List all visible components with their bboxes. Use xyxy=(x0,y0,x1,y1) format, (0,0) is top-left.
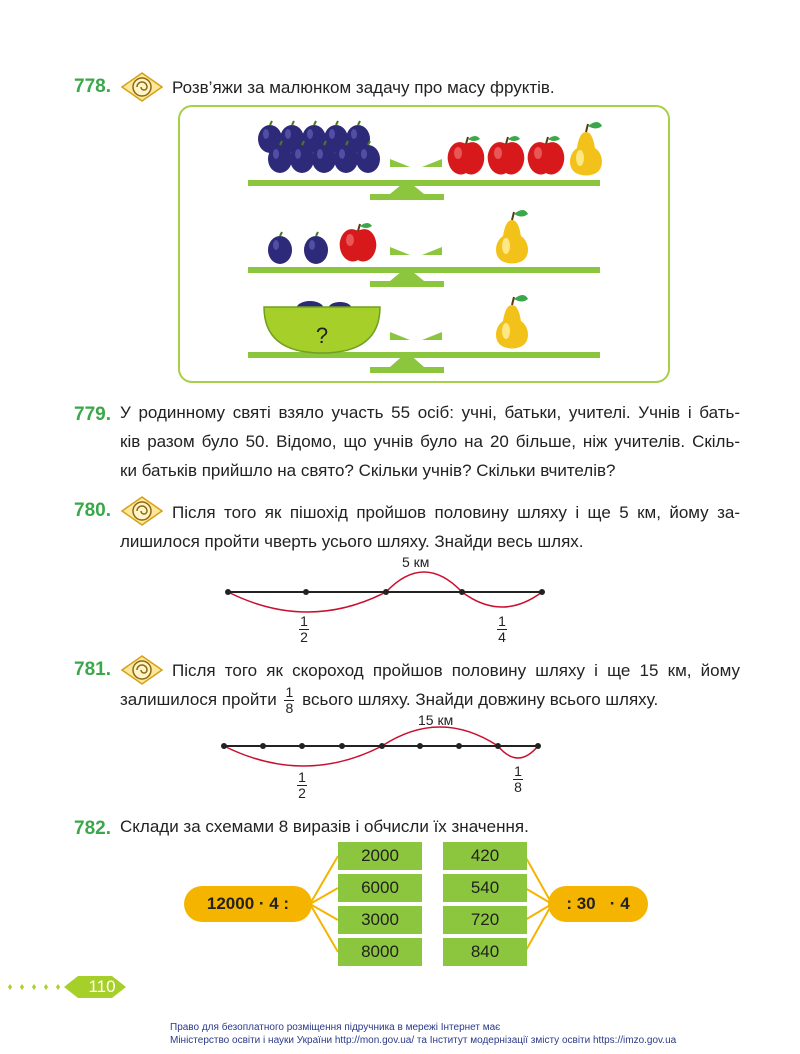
left-value-box: 2000 xyxy=(338,842,422,870)
left-value-box: 6000 xyxy=(338,874,422,902)
distance-label-780: 5 км xyxy=(402,554,430,570)
page-number-ribbon xyxy=(8,976,126,998)
path-diagram-780 xyxy=(225,571,545,613)
problem-779-number: 779. xyxy=(74,404,111,425)
page-number: 110 xyxy=(88,977,116,996)
scales-frame: ? xyxy=(178,105,670,383)
path-diagram-781 xyxy=(221,726,541,767)
problem-778-number: 778. xyxy=(74,76,111,97)
right-value-box: 840 xyxy=(443,938,527,966)
problem-780-number: 780. xyxy=(74,500,111,521)
right-value-box: 420 xyxy=(443,842,527,870)
right-value-box: 540 xyxy=(443,874,527,902)
plums-group-1 xyxy=(257,120,381,174)
left-value-box: 3000 xyxy=(338,906,422,934)
unknown-mark: ? xyxy=(316,323,328,348)
left-value-box: 8000 xyxy=(338,938,422,966)
footer-notice: Право для безоплатного розміщення підруч… xyxy=(170,1022,677,1046)
problem-779-text: У родинному святі взяло участь 55 осіб: … xyxy=(120,403,740,480)
scale-1 xyxy=(248,120,603,200)
scale-3: ? xyxy=(248,294,600,373)
scale-2 xyxy=(248,209,600,287)
scales-illustration: ? xyxy=(248,120,603,373)
problem-781-number: 781. xyxy=(74,659,111,680)
problem-780-text: Після того як пішохід пройшов половину ш… xyxy=(120,503,740,551)
scheme-connectors xyxy=(309,855,553,953)
problem-781-text: Після того як скороход пройшов половину … xyxy=(120,661,740,717)
problem-782-text: Склади за схемами 8 виразів і обчисли їх… xyxy=(120,817,529,836)
problem-782-number: 782. xyxy=(74,818,111,839)
right-expression: : 30 · 4 xyxy=(548,886,648,922)
brain-icon xyxy=(121,72,163,102)
left-expression: 12000 · 4 : xyxy=(184,886,312,922)
distance-label-781: 15 км xyxy=(418,712,454,728)
problem-778-text: Розв’яжи за малюнком задачу про масу фру… xyxy=(172,78,555,97)
right-value-box: 720 xyxy=(443,906,527,934)
